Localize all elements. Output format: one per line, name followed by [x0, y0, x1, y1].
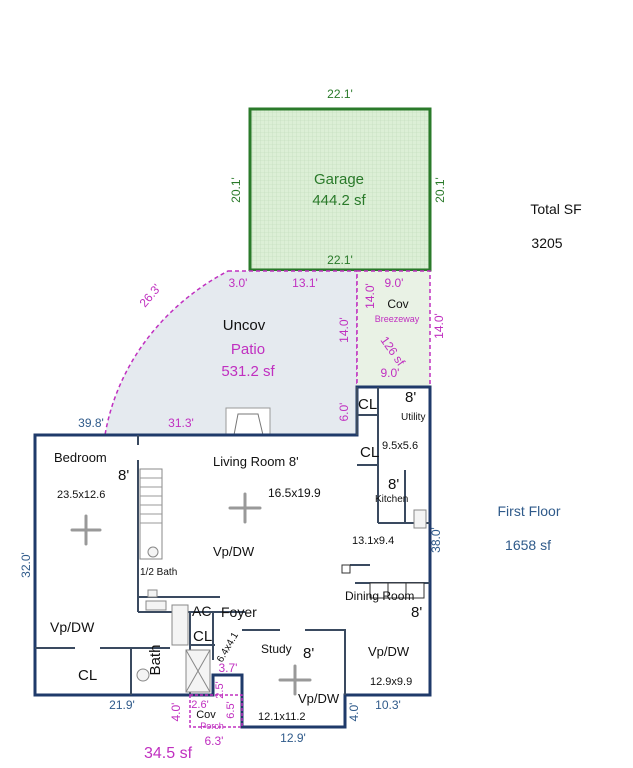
patio-label: Patio	[231, 341, 265, 358]
patio-area-label: 531.2 sf	[221, 363, 275, 380]
house-dim-left: 32.0'	[19, 552, 33, 578]
patio-label-uncov: Uncov	[223, 317, 266, 334]
porch-label-cov: Cov	[196, 709, 216, 721]
dining-room-size: 12.9x9.9	[370, 676, 412, 688]
porch-dim-c: 2.6'	[191, 699, 208, 711]
total-sf-label: Total SF	[530, 201, 581, 217]
patio-dim-arc: 26.3'	[137, 281, 164, 310]
house-dim-bottom-right: 10.3'	[375, 698, 401, 712]
floor-area: 1658 sf	[505, 537, 551, 553]
breezeway-label-cov: Cov	[387, 297, 408, 311]
study-size: 12.1x11.2	[258, 711, 306, 723]
patio-dim-outer: 39.8'	[78, 416, 104, 430]
garage-dim-left: 20.1'	[229, 177, 243, 203]
bedroom-label: Bedroom	[54, 450, 107, 465]
porch-area-label: 34.5 sf	[144, 745, 193, 762]
study-label: Study	[261, 642, 292, 656]
patio-dim-top-a: 3.0'	[229, 276, 248, 290]
porch-dim-f: 6.3'	[205, 734, 224, 748]
breezeway-dim-right: 14.0'	[432, 313, 446, 339]
porch-dim-a: 3.7'	[219, 661, 238, 675]
garage-dim-top: 22.1'	[327, 87, 353, 101]
interior-walls	[35, 387, 430, 695]
porch-label: Porch	[200, 721, 224, 731]
fireplace	[225, 407, 271, 436]
study-dim-bottom: 12.9'	[280, 731, 306, 745]
bedroom-note: Vp/DW	[50, 619, 95, 635]
garage-area-label: 444.2 sf	[312, 192, 366, 209]
foyer-label: Foyer	[221, 604, 257, 620]
utility-size: 9.5x5.6	[382, 440, 418, 452]
garage-area	[248, 107, 432, 272]
utility-closet-1: CL	[358, 396, 377, 413]
garage-dim-right: 20.1'	[433, 177, 447, 203]
patio-dim-top-b: 13.1'	[292, 276, 318, 290]
breezeway-dim-top: 9.0'	[385, 276, 404, 290]
living-room-note: Vp/DW	[213, 544, 255, 559]
dining-room-height: 8'	[411, 604, 422, 621]
porch-dim-b: 2.5'	[214, 681, 226, 698]
ceiling-fan-icons	[70, 492, 312, 696]
porch-area	[189, 694, 243, 728]
study-height: 8'	[303, 645, 314, 662]
house-dim-bottom-left: 21.9'	[109, 698, 135, 712]
patio-dim-bottom: 31.3'	[168, 416, 194, 430]
patio-dim-right-low: 6.0'	[337, 403, 351, 422]
dining-room-note: Vp/DW	[368, 644, 410, 659]
living-room-size: 16.5x19.9	[268, 486, 321, 500]
utility-height: 8'	[405, 389, 416, 406]
porch-dim-d: 6.5'	[225, 701, 237, 718]
half-bath-label: 1/2 Bath	[140, 567, 177, 578]
porch-dim-e: 4.0'	[169, 703, 183, 722]
fixtures	[136, 468, 427, 693]
bath-label: Bath	[147, 645, 164, 676]
foyer-closet: CL	[193, 628, 212, 645]
garage-label: Garage	[314, 171, 364, 188]
patio-area	[104, 270, 358, 436]
total-sf-value: 3205	[531, 235, 562, 251]
bedroom-size: 23.5x12.6	[57, 489, 105, 501]
foyer-ac: AC	[192, 603, 211, 619]
breezeway-dim-bottom: 9.0'	[381, 366, 400, 380]
breezeway-dim-left: 14.0'	[363, 283, 377, 309]
floor-label: First Floor	[498, 503, 561, 519]
utility-closet-2: CL	[360, 444, 379, 461]
dining-room-label: Dining Room	[345, 589, 414, 603]
study-dim-side: 4.0'	[347, 703, 361, 722]
patio-dim-right: 14.0'	[337, 317, 351, 343]
breezeway-label: Breezeway	[375, 314, 420, 324]
kitchen-size: 13.1x9.4	[352, 535, 394, 547]
kitchen-height: 8'	[388, 476, 399, 493]
utility-label: Utility	[401, 412, 425, 423]
kitchen-label: Kitchen	[375, 494, 408, 505]
study-note: Vp/DW	[298, 691, 340, 706]
foyer-size: 6.4x4.1	[215, 630, 241, 664]
house-dim-right: 38.0'	[429, 527, 443, 553]
living-room-label: Living Room 8'	[213, 454, 299, 469]
closet-label: CL	[78, 667, 97, 684]
bedroom-height: 8'	[118, 467, 129, 484]
garage-dim-bottom: 22.1'	[327, 253, 353, 267]
